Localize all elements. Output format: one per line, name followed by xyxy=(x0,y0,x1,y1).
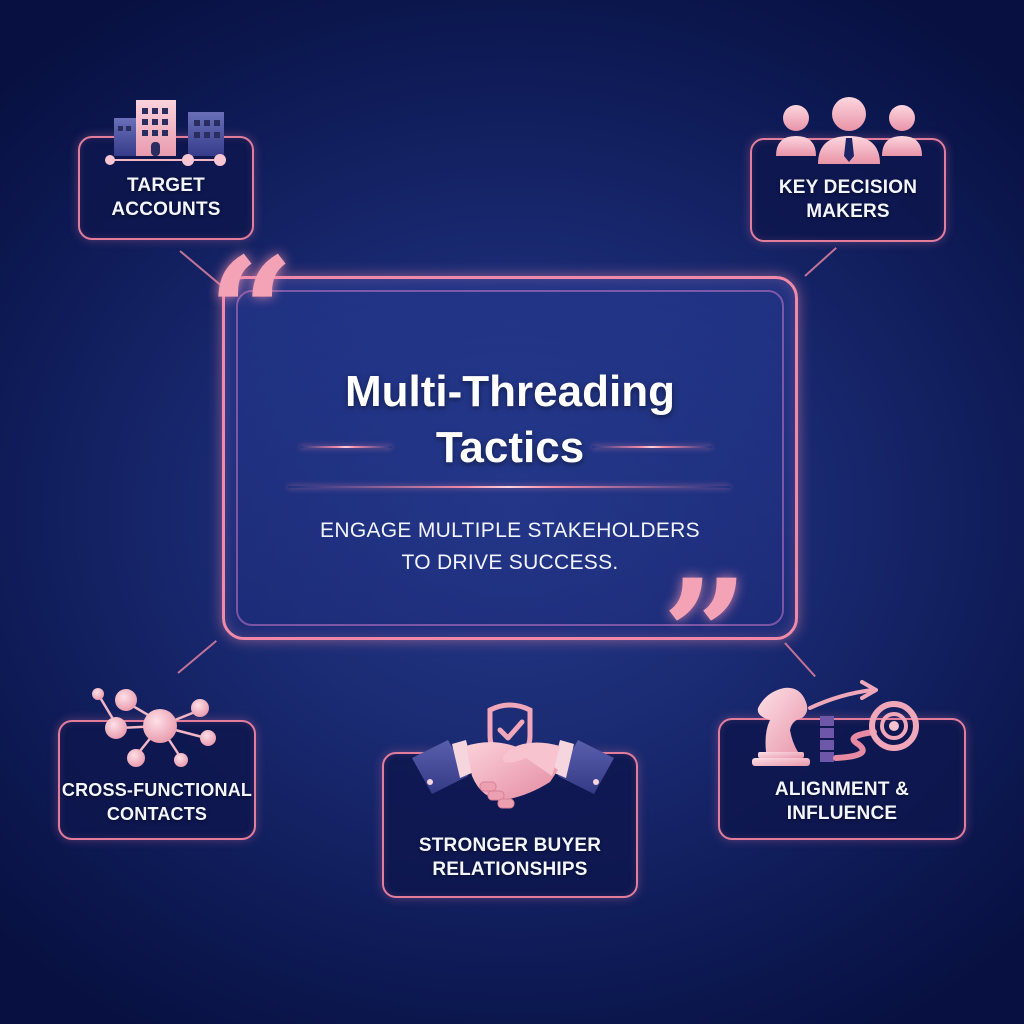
node-label-line1: TARGET xyxy=(127,175,205,196)
node-label-line1: ALIGNMENT & xyxy=(774,779,910,800)
node-label-line1: STRONGER BUYER xyxy=(418,835,602,856)
node-alignment-influence: ALIGNMENT & INFLUENCE xyxy=(718,718,966,840)
subtitle-line2: TO DRIVE SUCCESS. xyxy=(401,551,619,574)
node-label: KEY DECISION MAKERS xyxy=(779,176,917,224)
close-quote-icon: ” xyxy=(662,547,749,723)
central-quote-frame xyxy=(222,276,798,640)
node-label-line2: MAKERS xyxy=(806,201,890,222)
central-quote-inner-frame xyxy=(236,290,784,626)
connector-cross-functional xyxy=(177,640,217,674)
node-label-line1: KEY DECISION xyxy=(778,177,918,198)
node-label-line1: CROSS-FUNCTIONAL xyxy=(61,780,253,800)
chess-knight-target-icon xyxy=(752,680,919,766)
open-quote-icon: “ xyxy=(208,225,295,401)
people-icon xyxy=(776,97,922,164)
node-label-line2: CONTACTS xyxy=(106,804,208,824)
buildings-icon xyxy=(105,100,226,166)
node-label-line2: RELATIONSHIPS xyxy=(432,859,588,880)
title-rule-right xyxy=(592,446,712,448)
connector-key-decision-makers xyxy=(804,247,837,277)
network-icon xyxy=(92,688,216,767)
handshake-shield-icon xyxy=(412,702,614,809)
title-rule-left xyxy=(300,446,392,448)
node-label: ALIGNMENT & INFLUENCE xyxy=(775,778,909,826)
page-title-line1: Multi-Threading xyxy=(345,367,675,416)
node-label-line2: ACCOUNTS xyxy=(111,199,221,220)
subtitle-line1: ENGAGE MULTIPLE STAKEHOLDERS xyxy=(320,519,700,542)
node-label: STRONGER BUYER RELATIONSHIPS xyxy=(419,834,601,882)
node-label: CROSS-FUNCTIONAL CONTACTS xyxy=(62,778,252,826)
page-title-line2: Tactics xyxy=(435,423,585,472)
node-label: TARGET ACCOUNTS xyxy=(111,174,220,222)
node-label-line2: INFLUENCE xyxy=(786,803,898,824)
subtitle-rule xyxy=(288,486,730,488)
